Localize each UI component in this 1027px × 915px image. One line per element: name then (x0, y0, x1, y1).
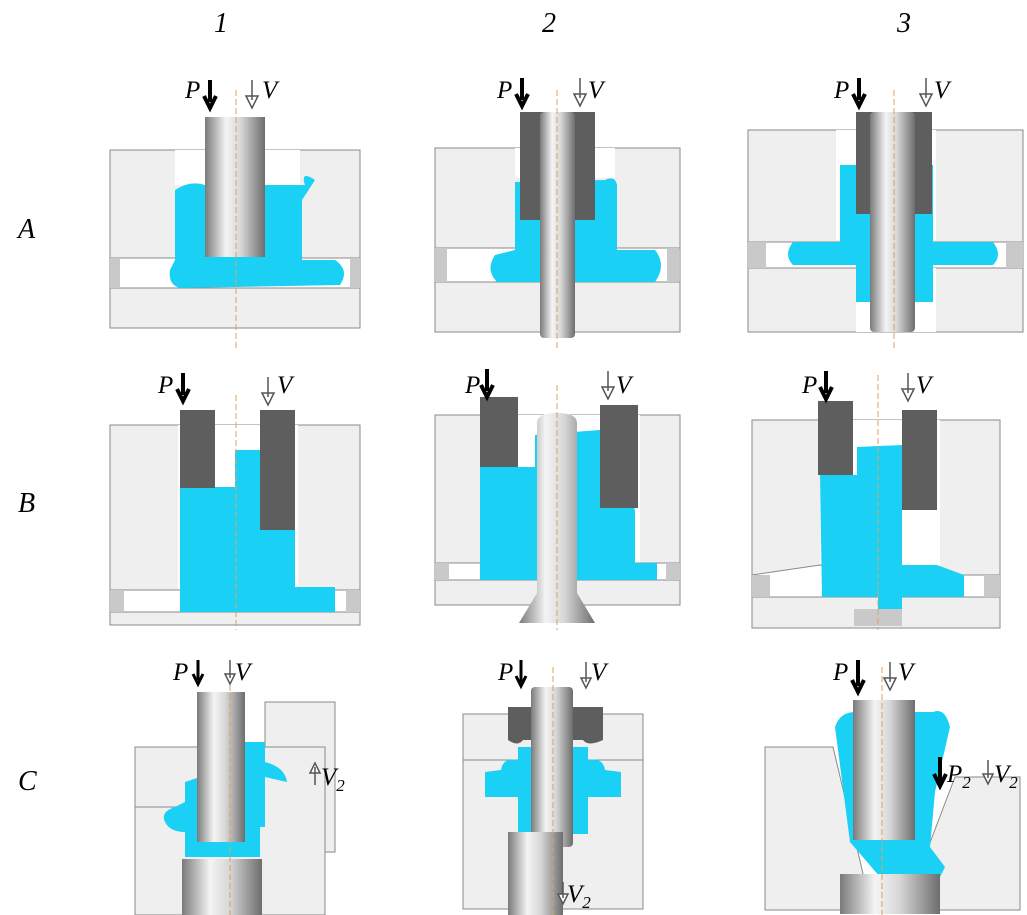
force2-arrow-icon (932, 757, 948, 791)
velocity-label: V (262, 77, 280, 104)
die-insert (666, 563, 680, 580)
diagram-A3: P V (747, 70, 1024, 350)
force-arrow-icon (202, 80, 218, 113)
die-insert (110, 590, 124, 612)
velocity-label: V (277, 372, 295, 399)
velocity-label: V (591, 659, 609, 686)
die-insert (748, 242, 766, 268)
diagram-C3: P V P2 V2 (764, 652, 1027, 915)
velocity-label: V (616, 372, 634, 399)
velocity-arrow-icon (223, 660, 237, 686)
mandrel (519, 413, 595, 623)
mandrel (531, 687, 573, 847)
die-insert (110, 258, 120, 288)
velocity-label: V (898, 659, 916, 686)
velocity2-subscript: 2 (582, 893, 591, 912)
force-arrow-icon (479, 369, 495, 402)
die-insert (435, 248, 447, 282)
die-insert (984, 575, 1000, 597)
force-arrow-icon (818, 371, 834, 404)
die-insert (667, 248, 679, 282)
diagram-B1: P V (109, 365, 370, 630)
velocity-arrow-icon (260, 377, 276, 407)
velocity-arrow-icon (572, 78, 588, 108)
force-label: P (464, 372, 480, 399)
punch-sleeve-left (818, 401, 853, 475)
velocity-label: V (934, 77, 952, 104)
velocity2-arrow-icon (981, 760, 995, 786)
mandrel (870, 112, 915, 332)
force-label: P (833, 77, 849, 104)
die-insert (346, 590, 360, 612)
force2-subscript: 2 (962, 773, 971, 792)
column-header-1: 1 (214, 8, 228, 39)
workpiece-metal (180, 450, 335, 612)
force-arrow-icon (514, 660, 528, 690)
velocity2-label: V2 (994, 761, 1018, 792)
velocity2-arrow-icon (308, 761, 322, 785)
velocity-arrow-icon (900, 373, 916, 403)
diagram-C2: P V V2 (462, 652, 703, 915)
velocity2-label: V2 (567, 881, 591, 912)
velocity-arrow-icon (244, 80, 260, 110)
force-label: P (801, 372, 817, 399)
force-arrow-icon (191, 660, 205, 688)
velocity-label: V (916, 372, 934, 399)
velocity-arrow-icon (918, 78, 934, 108)
punch-sleeve-left (180, 410, 215, 488)
velocity2-subscript: 2 (336, 776, 345, 795)
force-arrow-icon (850, 660, 866, 697)
counter-punch (840, 874, 940, 914)
velocity2-arrow-icon (556, 882, 570, 906)
counter-punch (182, 859, 262, 915)
diagram-C1: P V V2 (134, 652, 375, 915)
velocity-label: V (235, 659, 253, 686)
punch-sleeve-right (902, 410, 937, 510)
row-header-A: A (18, 214, 36, 245)
row-header-C: C (18, 766, 37, 797)
velocity-arrow-icon (882, 662, 898, 692)
column-header-2: 2 (542, 8, 556, 39)
force-label: P (172, 659, 188, 686)
die-insert (752, 575, 770, 597)
velocity2-letter: V (321, 764, 339, 791)
punch (853, 700, 915, 840)
force-arrow-icon (851, 78, 867, 111)
force-label: P (184, 77, 200, 104)
force2-label: P2 (946, 761, 971, 792)
force-label: P (157, 372, 173, 399)
die-insert (350, 258, 360, 288)
punch (205, 117, 265, 257)
force-label: P (496, 77, 512, 104)
punch (197, 692, 245, 842)
die-insert (435, 563, 449, 580)
velocity-arrow-icon (579, 662, 593, 690)
bottom-insert (854, 609, 902, 626)
force2-letter: P (946, 761, 962, 788)
diagram-B2: P V (434, 365, 695, 630)
force-arrow-icon (514, 78, 530, 111)
diagram-B3: P V (751, 365, 1012, 630)
die-insert (1006, 242, 1023, 268)
force-label: P (497, 659, 513, 686)
counter-punch (508, 832, 563, 915)
force-label: P (832, 659, 848, 686)
velocity2-label: V2 (321, 764, 345, 795)
diagram-A2: P V (434, 70, 695, 350)
punch-sleeve-right (260, 410, 295, 530)
workpiece-metal (820, 445, 964, 609)
punch-sleeve-left (480, 397, 518, 467)
velocity2-subscript: 2 (1009, 773, 1018, 792)
punch-sleeve-right (600, 405, 638, 508)
velocity-arrow-icon (600, 371, 616, 401)
velocity-label: V (588, 77, 606, 104)
column-header-3: 3 (897, 8, 911, 39)
velocity2-letter: V (994, 761, 1012, 788)
row-header-B: B (18, 488, 36, 519)
velocity2-letter: V (567, 881, 585, 908)
force-arrow-icon (175, 373, 191, 406)
diagram-A1: P V (109, 70, 370, 350)
